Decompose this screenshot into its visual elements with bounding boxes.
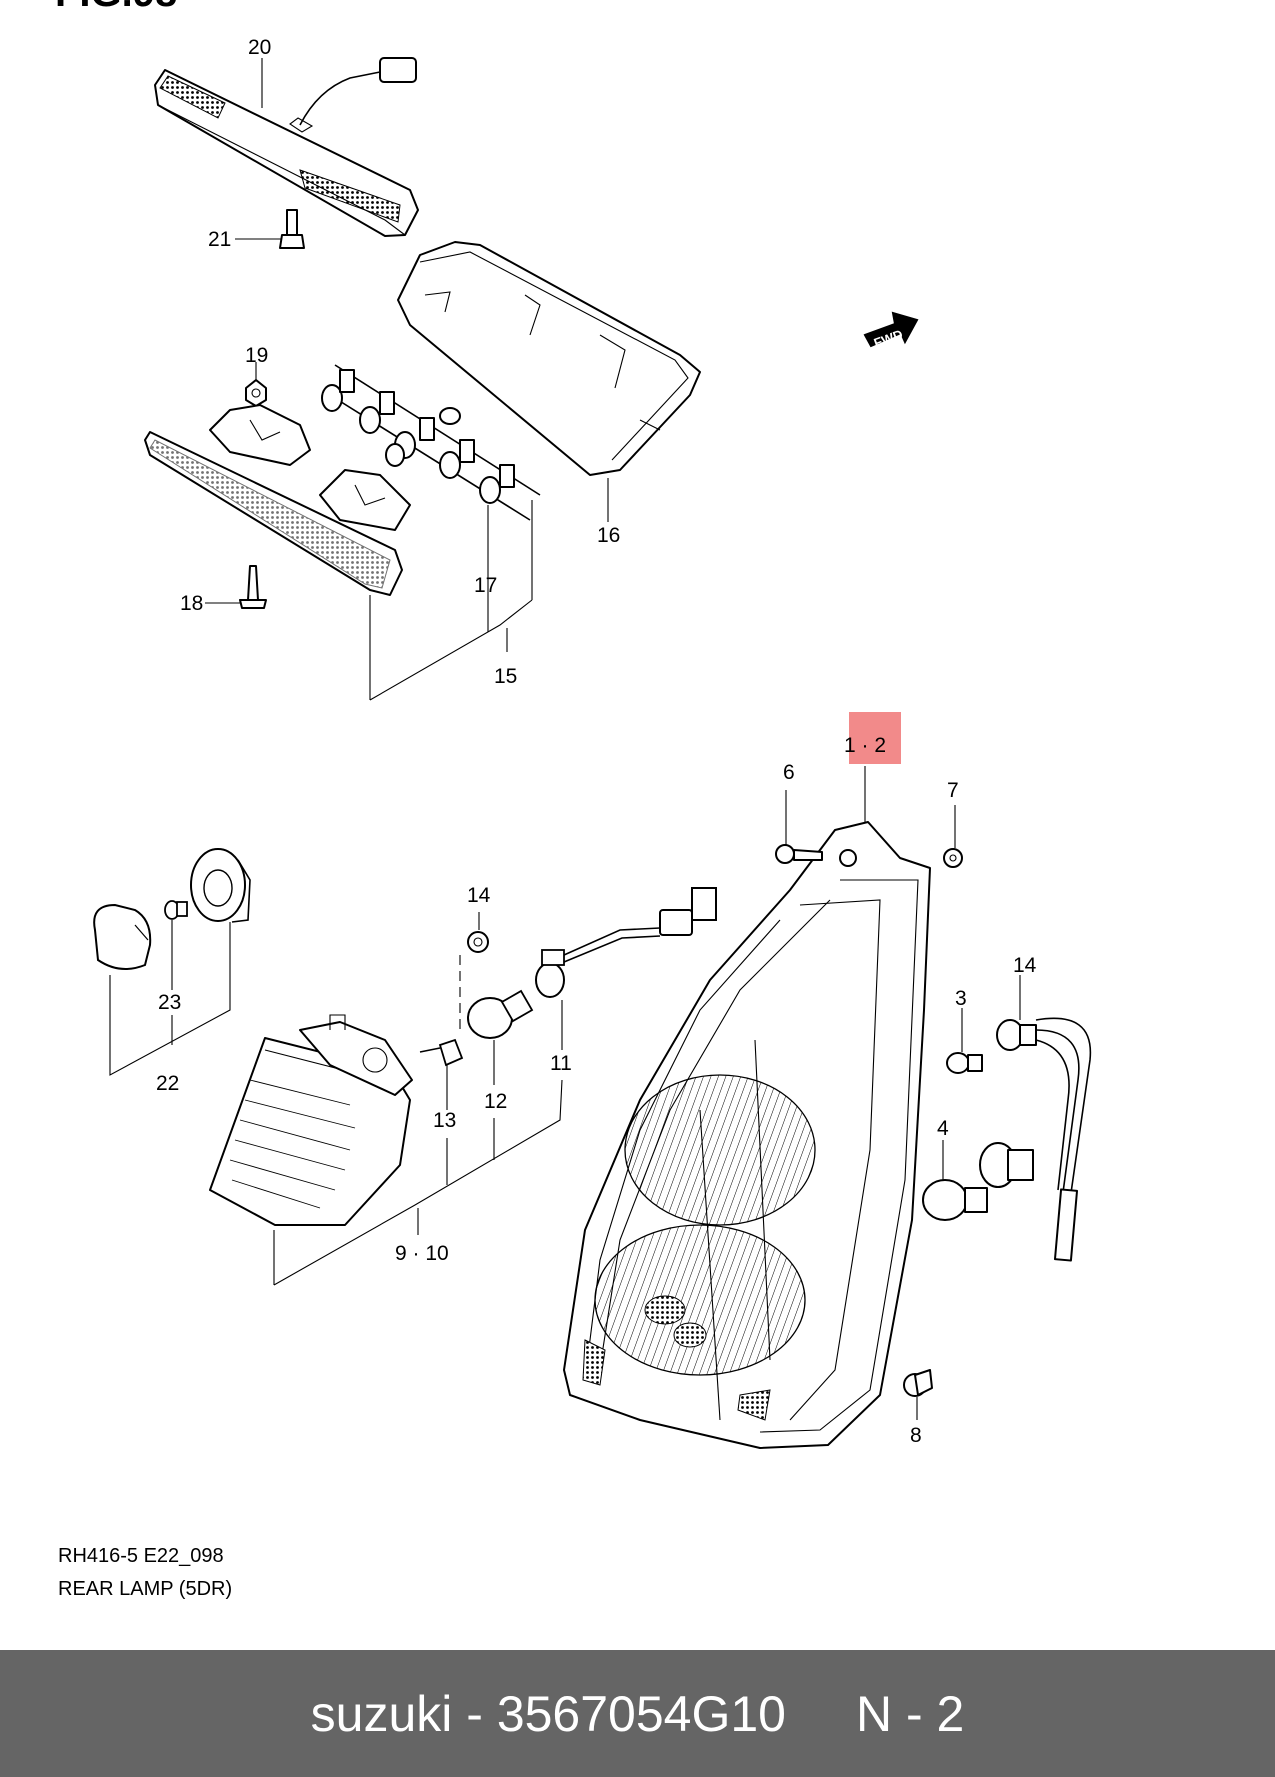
- clip-7: [943, 848, 963, 868]
- reference-code: RH416-5 E22_098: [58, 1545, 224, 1567]
- footer-bar: suzuki - 3567054G10 N - 2: [0, 1650, 1275, 1777]
- clip-8: [903, 1369, 933, 1397]
- callout-17: 17: [474, 574, 497, 597]
- callout-18: 18: [180, 592, 203, 615]
- rear-combination-lamp-1-2: [563, 821, 931, 1449]
- side-lamp-9-10: [209, 1014, 413, 1226]
- nut-19: [245, 379, 267, 407]
- footer-quantity: N - 2: [855, 1685, 965, 1742]
- callout-21: 21: [208, 228, 231, 251]
- callout-19: 19: [245, 344, 268, 367]
- callout-3: 14: [1013, 954, 1037, 977]
- footer-part-info: suzuki - 3567054G10: [310, 1685, 786, 1742]
- socket-bank-17: [321, 364, 541, 521]
- screw-18: [239, 565, 267, 609]
- bulb-4: [922, 1142, 1034, 1221]
- figure-header: FIG.98: [55, 0, 177, 15]
- callout-5: 3: [955, 987, 967, 1010]
- socket-harness-3: [996, 1017, 1092, 1262]
- screw-6: [775, 844, 823, 864]
- bulb-5: [946, 1052, 983, 1074]
- callout-7: 7: [947, 779, 959, 802]
- callout-20: 20: [248, 36, 271, 59]
- bolt-21: [279, 209, 305, 249]
- callout-8: 8: [910, 1424, 922, 1447]
- parts-diagram: FIG.98 20 21 16: [55, 0, 1092, 1449]
- grommet-14: [467, 931, 489, 953]
- callout-6: 6: [783, 761, 795, 784]
- callout-1-2: 1 · 2: [844, 734, 886, 757]
- callout-15: 15: [494, 665, 517, 688]
- fwd-arrow-icon: FWD: [863, 311, 919, 351]
- high-mount-lamp-20: [154, 57, 419, 237]
- callout-16: 16: [597, 524, 620, 547]
- reference-title: REAR LAMP (5DR): [58, 1578, 233, 1600]
- callout-4: 4: [937, 1117, 949, 1140]
- lamp-cover-16: [397, 241, 701, 476]
- high-mount-lens: [144, 404, 411, 596]
- highlight-1-2: [849, 712, 901, 764]
